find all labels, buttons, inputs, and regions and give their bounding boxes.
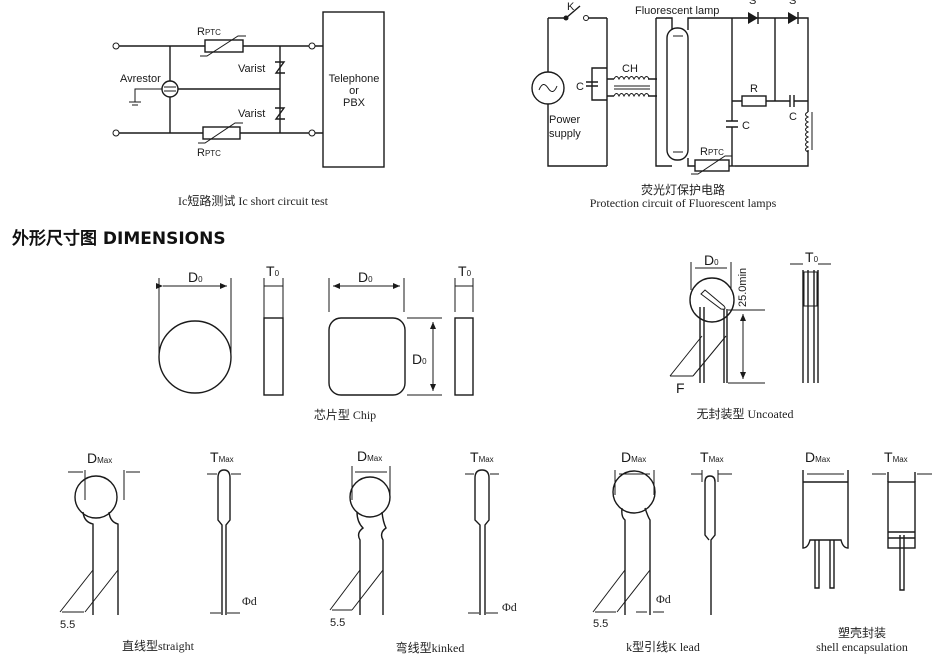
t0-label-round: T0 [266, 263, 280, 279]
ac-source-symbol [531, 71, 565, 105]
resistor-label: R [750, 83, 758, 95]
tmax-label-klead: TMax [700, 449, 724, 465]
fluorescent-lamp-circuit: K Power supply C CH Fluorescent lamp S S… [531, 0, 813, 210]
dmax-label-shell: DMax [805, 449, 830, 465]
arrestor-label: Avrestor [120, 73, 161, 85]
rptc-label-top: RPTC [197, 26, 221, 38]
short-circuit-caption: Ic短路测试 Ic short circuit test [178, 193, 329, 208]
resistor-r [741, 95, 767, 107]
k-lead-drawing: DMax 5.5 Φd TMax k型引线K lead [592, 449, 732, 654]
telephone-pbx-box [322, 11, 385, 168]
d0-label-square-top: D0 [358, 269, 373, 285]
lamp-caption-en: Protection circuit of Fluorescent lamps [590, 196, 777, 210]
pitch-label-straight: 5.5 [60, 619, 75, 631]
shell-encapsulation-drawing: DMax TMax 塑壳封装 shell encapsulation [802, 449, 932, 654]
switch-k [565, 5, 581, 19]
choke-label: CH [622, 63, 638, 75]
uncoated-caption: 无封装型 Uncoated [697, 407, 794, 421]
phi-d-label-straight: Φd [242, 594, 257, 608]
cap-label-middle: C [742, 120, 750, 132]
t0-label-uncoated: T0 [805, 249, 819, 265]
fluorescent-tube [666, 27, 689, 161]
inductor-coil [805, 111, 813, 153]
ptc-resistor-bottom [198, 122, 243, 144]
t0-label-square: T0 [458, 263, 472, 279]
varistor-symbol-top [274, 61, 286, 74]
rptc-label-lamp: RPTC [700, 146, 724, 158]
ptc-resistor-top [200, 35, 246, 57]
pitch-label-klead: 5.5 [593, 618, 608, 630]
tmax-label-shell: TMax [884, 449, 908, 465]
uncoated-dimension-drawing: D0 25.0min F T0 无封装型 Uncoated [669, 249, 831, 421]
shell-caption-cn: 塑壳封装 [838, 625, 886, 640]
d0-label-uncoated: D0 [704, 252, 719, 268]
diode-label-1: S [749, 0, 756, 7]
klead-caption: k型引线K lead [626, 640, 700, 654]
arrestor-symbol [129, 80, 179, 106]
d0-label-round: D0 [188, 269, 203, 285]
phi-d-label-klead: Φd [656, 592, 671, 606]
ptc-resistor-lamp [694, 159, 730, 172]
dmax-label-kinked: DMax [357, 448, 382, 464]
short-circuit-test-diagram: RPTC RPTC Avrestor Varist Varist Telepho… [112, 11, 385, 208]
cap-label-input: C [576, 81, 584, 93]
straight-caption: 直线型straight [122, 639, 195, 653]
lamp-caption-cn: 荧光灯保护电路 [641, 182, 725, 197]
box-label-line2: or [349, 85, 359, 97]
chip-dimension-drawing: D0 T0 D0 D0 T0 芯片型 Chip [156, 263, 474, 422]
varistor-label-bottom: Varist [238, 108, 265, 120]
kinked-caption: 弯线型kinked [396, 640, 465, 655]
varistor-symbol-bottom [274, 107, 286, 120]
dmax-label-straight: DMax [87, 450, 112, 466]
phi-d-label-kinked: Φd [502, 600, 517, 614]
chip-caption: 芯片型 Chip [314, 408, 376, 422]
cap-label-right: C [789, 111, 797, 123]
diode-label-2: S [789, 0, 796, 7]
kinked-lead-drawing: DMax 5.5 TMax Φd 弯线型kinked [329, 448, 517, 655]
dimensions-heading: 外形尺寸图 DIMENSIONS [12, 228, 226, 249]
box-label-line1: Telephone [329, 73, 380, 85]
lead-length-label: 25.0min [737, 268, 749, 307]
varistor-label-top: Varist [238, 63, 265, 75]
switch-label: K [567, 1, 575, 13]
pitch-label-kinked: 5.5 [330, 617, 345, 629]
rptc-label-bottom: RPTC [197, 147, 221, 159]
tmax-label-kinked: TMax [470, 449, 494, 465]
f-spacing-label: F [676, 380, 685, 396]
dmax-label-klead: DMax [621, 449, 646, 465]
power-supply-label-2: supply [549, 128, 581, 140]
choke-coil [607, 76, 657, 98]
tmax-label-straight: TMax [210, 449, 234, 465]
power-supply-label-1: Power [549, 114, 581, 126]
shell-caption-en: shell encapsulation [816, 640, 908, 654]
d0-label-square-side: D0 [412, 351, 427, 367]
lamp-title: Fluorescent lamp [635, 5, 719, 17]
box-label-line3: PBX [343, 97, 366, 109]
straight-lead-drawing: DMax 5.5 TMax Φd 直线型straight [59, 449, 257, 653]
